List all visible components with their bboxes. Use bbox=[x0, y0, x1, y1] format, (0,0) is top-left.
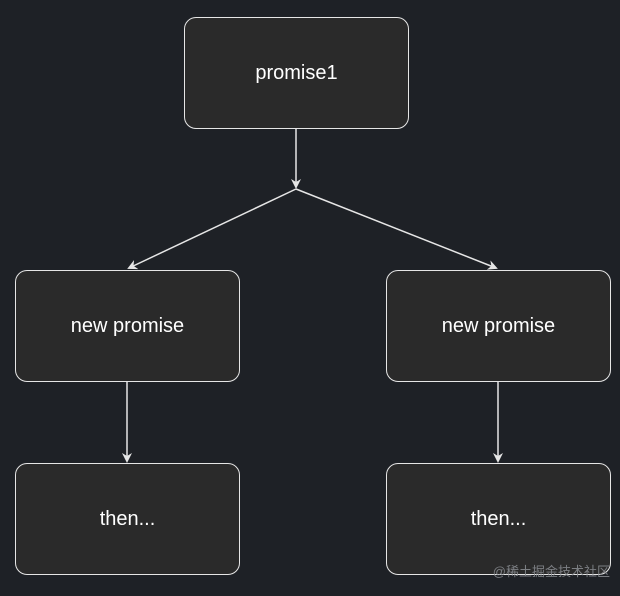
node-label: then... bbox=[99, 507, 156, 530]
node-promise1: promise1 bbox=[184, 17, 409, 129]
node-label: new promise bbox=[70, 314, 185, 337]
node-new-promise-right: new promise bbox=[386, 270, 611, 382]
edge-junction-to-new-right bbox=[295, 188, 498, 270]
node-label: then... bbox=[470, 507, 527, 530]
node-label: new promise bbox=[441, 314, 556, 337]
watermark: @稀土掘金技术社区 bbox=[492, 564, 610, 579]
node-new-promise-left: new promise bbox=[15, 270, 240, 382]
node-label: promise1 bbox=[255, 61, 338, 84]
node-then-right: then... bbox=[386, 463, 611, 575]
edge-junction-to-new-left bbox=[127, 188, 297, 270]
node-then-left: then... bbox=[15, 463, 240, 575]
